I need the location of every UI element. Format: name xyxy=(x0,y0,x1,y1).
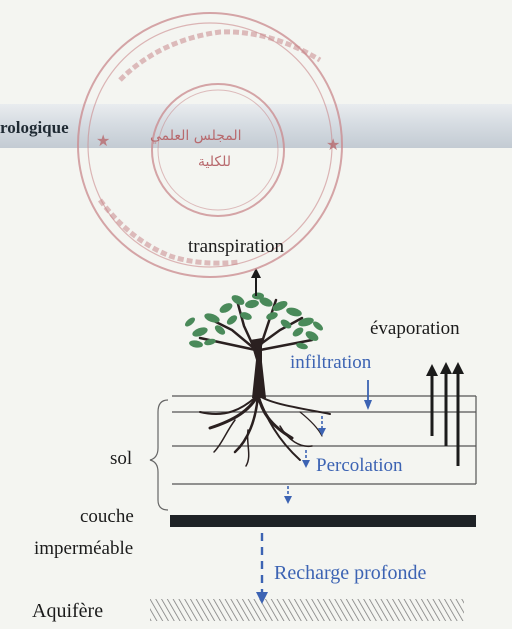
label-infiltration: infiltration xyxy=(290,352,371,374)
label-percolation: Percolation xyxy=(316,455,403,477)
stamp-inner-text-1: المجلس العلمي xyxy=(150,128,242,144)
label-evaporation: évaporation xyxy=(370,318,460,340)
label-recharge-profonde: Recharge profonde xyxy=(274,562,426,585)
label-aquifere: Aquifère xyxy=(32,600,103,623)
label-couche: couche xyxy=(80,506,134,528)
label-impermeable: imperméable xyxy=(34,538,133,560)
stamp-star-left: ★ xyxy=(96,131,110,150)
label-transpiration: transpiration xyxy=(188,236,284,258)
label-sol: sol xyxy=(110,448,132,470)
stamp-star-right: ★ xyxy=(326,135,340,154)
stamp-inner-text-2: للكلية xyxy=(198,154,231,170)
